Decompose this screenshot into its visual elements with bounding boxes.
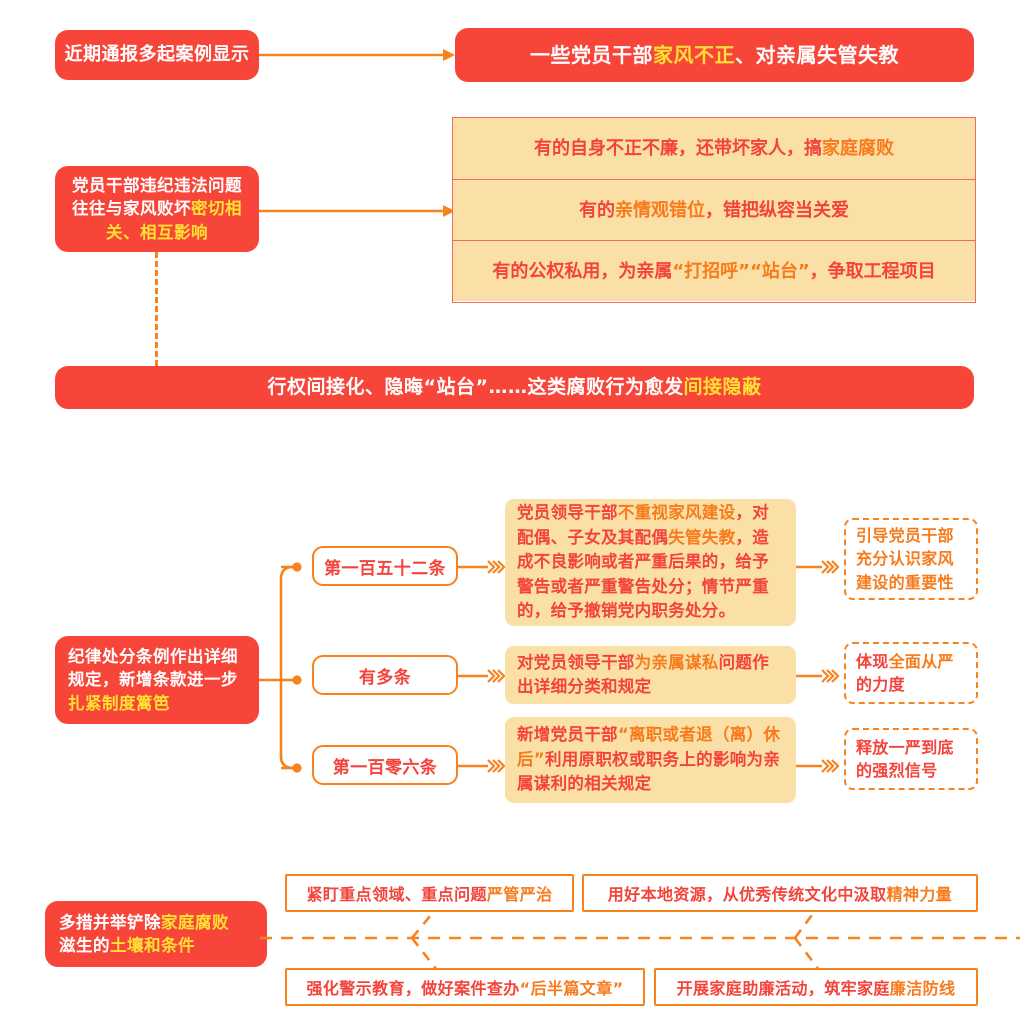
chevron-arrow-icon xyxy=(796,669,840,683)
banner-part2: 、对亲属失管失教 xyxy=(735,42,899,67)
section3-detail-card-2: 对党员领导干部为亲属谋私问题作出详细分类和规定 xyxy=(505,646,796,704)
section3-bracket-connector xyxy=(259,562,302,773)
section2-banner: 行权间接化、隐晦“站台”……这类腐败行为愈发间接隐蔽 xyxy=(55,366,974,409)
section4-measure-box-4: 开展家庭助廉活动，筑牢家庭廉洁防线 xyxy=(654,968,978,1006)
section1-source-box: 近期通报多起案例显示 xyxy=(55,30,259,80)
section1-banner: 一些党员干部家风不正、对亲属失管失教 xyxy=(455,28,974,82)
label-text: 第一百五十二条 xyxy=(324,558,446,579)
chevron-arrow-icon xyxy=(796,560,840,574)
section3-detail-card-3: 新增党员干部“离职或者退（离）休后”利用原职权或职务上的影响为亲属谋利的相关规定 xyxy=(505,717,796,803)
row-text: 有的亲情观错位，错把纵容当关爱 xyxy=(579,199,849,221)
section1-banner-text: 一些党员干部家风不正、对亲属失管失教 xyxy=(530,41,899,69)
section2-beige-table: 有的自身不正不廉，还带坏家人，搞家庭腐败 有的亲情观错位，错把纵容当关爱 有的公… xyxy=(452,117,976,303)
section4-measure-box-1: 紧盯重点领域、重点问题严管严治 xyxy=(285,874,574,912)
section2-lead-hl1: 密切相 xyxy=(191,199,242,219)
section4-lead-box: 多措并举铲除家庭腐败 滋生的土壤和条件 xyxy=(45,901,267,967)
section3-label-box-3: 第一百零六条 xyxy=(312,745,458,785)
section2-lead-part2: 往往与家风败坏 xyxy=(72,199,191,219)
measure-text: 用好本地资源，从优秀传统文化中汲取精神力量 xyxy=(607,885,953,904)
chevron-arrow-icon xyxy=(458,759,506,773)
banner-highlight: 家风不正 xyxy=(653,42,735,67)
section4-lead-hl1: 家庭腐败 xyxy=(161,912,229,932)
row-text: 有的公权私用，为亲属“打招呼”“站台”，争取工程项目 xyxy=(492,260,936,282)
section3-outcome-box-1: 引导党员干部 充分认识家风 建设的重要性 xyxy=(844,518,978,600)
detail-text: 对党员领导干部为亲属谋私问题作出详细分类和规定 xyxy=(517,652,770,696)
section2-lead-part1: 党员干部违纪违法问题 xyxy=(72,175,242,195)
section2-banner-text: 行权间接化、隐晦“站台”……这类腐败行为愈发间接隐蔽 xyxy=(267,376,762,399)
section4-measure-box-3: 强化警示教育，做好案件查办“后半篇文章” xyxy=(285,968,645,1006)
section3-detail-card-1: 党员领导干部不重视家风建设，对配偶、子女及其配偶失管失教，造成不良影响或者严重后… xyxy=(505,499,796,626)
label-text: 第一百零六条 xyxy=(332,757,438,778)
section3-lead-part1: 纪律处分条例作出详细 xyxy=(68,646,238,666)
section4-lead-hl2: 土壤和条件 xyxy=(110,936,195,955)
section3-lead-highlight: 扎紧制度篱笆 xyxy=(68,693,170,713)
section2-lead-box: 党员干部违纪违法问题 往往与家风败坏密切相 关、相互影响 xyxy=(55,166,259,252)
section3-label-box-1: 第一百五十二条 xyxy=(312,546,458,586)
section3-lead-box: 纪律处分条例作出详细 规定，新增条款进一步 扎紧制度篱笆 xyxy=(55,636,259,724)
chevron-arrow-icon xyxy=(458,560,506,574)
banner-part1: 一些党员干部 xyxy=(530,42,653,67)
measure-text: 开展家庭助廉活动，筑牢家庭廉洁防线 xyxy=(676,979,956,998)
section3-outcome-box-2: 体现全面从严 的力度 xyxy=(844,642,978,704)
row-text: 有的自身不正不廉，还带坏家人，搞家庭腐败 xyxy=(534,138,894,159)
label-text: 有多条 xyxy=(358,667,412,688)
chevron-arrow-icon xyxy=(458,669,506,683)
measure-text: 强化警示教育，做好案件查办“后半篇文章” xyxy=(306,979,624,998)
section3-lead-part2: 规定，新增条款进一步 xyxy=(68,670,238,690)
table-row: 有的公权私用，为亲属“打招呼”“站台”，争取工程项目 xyxy=(453,241,975,301)
section3-label-box-2: 有多条 xyxy=(312,655,458,695)
section1-source-label: 近期通报多起案例显示 xyxy=(64,44,250,66)
section4-lead-part1: 多措并举铲除 xyxy=(59,912,161,932)
section4-measure-box-2: 用好本地资源，从优秀传统文化中汲取精神力量 xyxy=(582,874,978,912)
section1-arrow xyxy=(259,49,455,61)
detail-text: 新增党员干部“离职或者退（离）休后”利用原职权或职务上的影响为亲属谋利的相关规定 xyxy=(517,725,781,794)
table-row: 有的自身不正不廉，还带坏家人，搞家庭腐败 xyxy=(453,118,975,180)
table-row: 有的亲情观错位，错把纵容当关爱 xyxy=(453,180,975,241)
section2-vertical-dashed-connector xyxy=(155,252,158,366)
section2-lead-hl2: 关、相互影响 xyxy=(106,222,208,242)
section2-arrow xyxy=(259,205,455,217)
detail-text: 党员领导干部不重视家风建设，对配偶、子女及其配偶失管失教，造成不良影响或者严重后… xyxy=(517,503,770,621)
measure-text: 紧盯重点领域、重点问题严管严治 xyxy=(306,885,553,904)
chevron-arrow-icon xyxy=(796,759,840,773)
section4-lead-part2: 滋生的 xyxy=(59,936,110,955)
section3-outcome-box-3: 释放一严到底 的强烈信号 xyxy=(844,728,978,790)
